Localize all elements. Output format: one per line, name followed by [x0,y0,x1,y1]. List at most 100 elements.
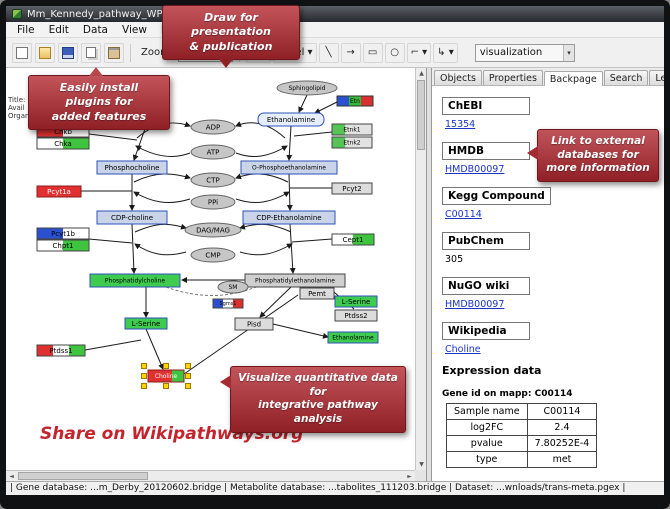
new-document-button[interactable] [12,42,32,63]
pathway-edge[interactable] [133,173,191,183]
node-l-serine-left[interactable]: L-Serine [124,317,168,330]
node-chpt1[interactable]: Chpt1 [36,239,90,252]
paste-button[interactable] [104,42,124,63]
node-phosphatidylethanolamine[interactable]: Phosphatidylethanolamine [244,273,346,288]
node-chka[interactable]: Chka [36,137,90,150]
node-etnk1[interactable]: Etnk1 [331,123,373,136]
node-pemt[interactable]: Pemt [299,287,335,300]
pathway-edge[interactable] [132,125,147,161]
pathway-edge[interactable] [88,133,138,141]
pathway-edge[interactable] [298,94,308,113]
pathway-edge[interactable] [88,238,133,244]
pathway-edge[interactable] [293,131,333,137]
pathway-edge[interactable] [286,173,293,211]
pathway-edge[interactable] [130,223,137,274]
node-ctp[interactable]: CTP [190,172,236,188]
selection-handle[interactable] [163,383,169,389]
node-etnk2[interactable]: Etnk2 [331,136,373,149]
node-cept1[interactable]: Cept1 [331,233,375,246]
rectangle-tool[interactable]: ▭ [362,42,383,63]
tab-legend[interactable]: Legend [649,70,664,85]
selection-handle[interactable] [141,383,147,389]
node-ptdss1[interactable]: Ptdss1 [36,344,86,357]
menu-view[interactable]: View [122,23,147,36]
visualization-combobox[interactable]: visualization ▾ [474,43,575,62]
save-button[interactable] [58,42,78,63]
pathway-edge[interactable] [314,101,338,114]
selection-handle[interactable] [185,373,191,379]
node-sm[interactable]: SM [217,280,249,294]
db-link[interactable]: Choline [445,344,481,355]
title-bar[interactable]: Mm_Kennedy_pathway_WP1771_45176.gpml [6,6,664,22]
node-pcyt1a-red[interactable]: Pcyt1a [36,185,82,198]
db-link[interactable]: HMDB00097 [445,164,505,175]
selection-handle[interactable] [163,363,169,369]
pathway-edge[interactable] [272,323,329,339]
pathway-edge[interactable] [134,243,187,256]
node-atp[interactable]: ATP [190,144,236,160]
pathway-edge[interactable] [135,145,191,157]
selection-handle[interactable] [185,363,191,369]
panel-splitter[interactable] [427,68,431,481]
node-etn[interactable]: Etn [336,95,374,107]
scroll-up-icon[interactable]: ▲ [419,70,424,77]
node-sgms1[interactable]: Sgms1 [212,298,244,309]
horizontal-scrollbar[interactable]: ◄ ► [6,470,415,481]
node-o-phosphoethanolamine[interactable]: O-Phosphoethanolamine [240,160,338,175]
node-pisd[interactable]: Pisd [234,317,274,331]
node-cmp[interactable]: CMP [190,247,236,263]
node-ptdss2[interactable]: Ptdss2 [334,309,378,322]
open-folder-button[interactable] [35,42,55,63]
node-cdp-ethanolamine[interactable]: CDP-Ethanolamine [242,210,336,225]
tab-search[interactable]: Search [603,70,649,85]
vertical-scrollbar[interactable]: ▲ ▼ [415,68,426,470]
pathway-edge[interactable] [239,243,293,256]
node-adp[interactable]: ADP [190,119,236,135]
node-choline-selected[interactable]: Choline [141,363,191,389]
template-tool[interactable]: ↳ ▾ [433,42,458,63]
pathway-edge[interactable] [165,286,257,296]
chevron-down-icon[interactable]: ▾ [563,44,574,61]
node-l-serine-right[interactable]: L-Serine [334,295,378,308]
pathway-edge[interactable] [145,328,164,370]
pathway-edge[interactable] [291,238,333,243]
ellipse-tool[interactable]: ○ [384,42,405,63]
pathway-edge[interactable] [239,223,292,233]
tab-backpage[interactable]: Backpage [543,71,603,86]
db-link[interactable]: C00114 [445,209,482,220]
pathway-edge[interactable] [183,294,299,375]
node-dag-mag[interactable]: DAG/MAG [184,222,242,238]
line-tool[interactable]: ╲ [318,42,339,63]
vertical-scroll-thumb[interactable] [417,80,425,150]
scroll-left-icon[interactable]: ◄ [9,473,14,480]
node-cdp-choline[interactable]: CDP-choline [96,210,168,225]
pathway-edge[interactable] [235,121,286,139]
tab-properties[interactable]: Properties [482,70,543,85]
pathway-edge[interactable] [133,191,191,203]
pathway-edge[interactable] [84,339,142,351]
menu-file[interactable]: File [17,23,35,36]
node-pcyt1b[interactable]: Pcyt1b [36,227,90,240]
node-ethanolamine-top[interactable]: Ethanolamine [257,112,325,127]
menu-edit[interactable]: Edit [48,23,69,36]
pathway-edge[interactable] [235,145,288,157]
tab-objects[interactable]: Objects [434,70,482,85]
connector-tool[interactable]: ⌐ ▾ [406,42,432,63]
node-ppi[interactable]: PPi [190,194,236,210]
scroll-down-icon[interactable]: ▼ [419,461,424,468]
db-link[interactable]: 15354 [445,119,476,130]
node-pcyt2[interactable]: Pcyt2 [331,182,373,195]
scroll-right-icon[interactable]: ► [407,473,412,480]
selection-handle[interactable] [185,383,191,389]
horizontal-scroll-thumb[interactable] [18,472,148,480]
menu-data[interactable]: Data [82,23,108,36]
node-ethanolamine-right[interactable]: Ethanolamine [327,331,379,344]
copy-button[interactable] [81,42,101,63]
pathway-edge[interactable] [235,173,289,183]
pathway-svg[interactable]: SphingolipidEtnCholineADPEthanolamineEtn… [8,78,420,400]
node-sphingolipid[interactable]: Sphingolipid [276,80,338,96]
selection-handle[interactable] [141,363,147,369]
db-link[interactable]: HMDB00097 [445,299,505,310]
node-phosphatidylcholine[interactable]: Phosphatidylcholine [89,273,181,288]
